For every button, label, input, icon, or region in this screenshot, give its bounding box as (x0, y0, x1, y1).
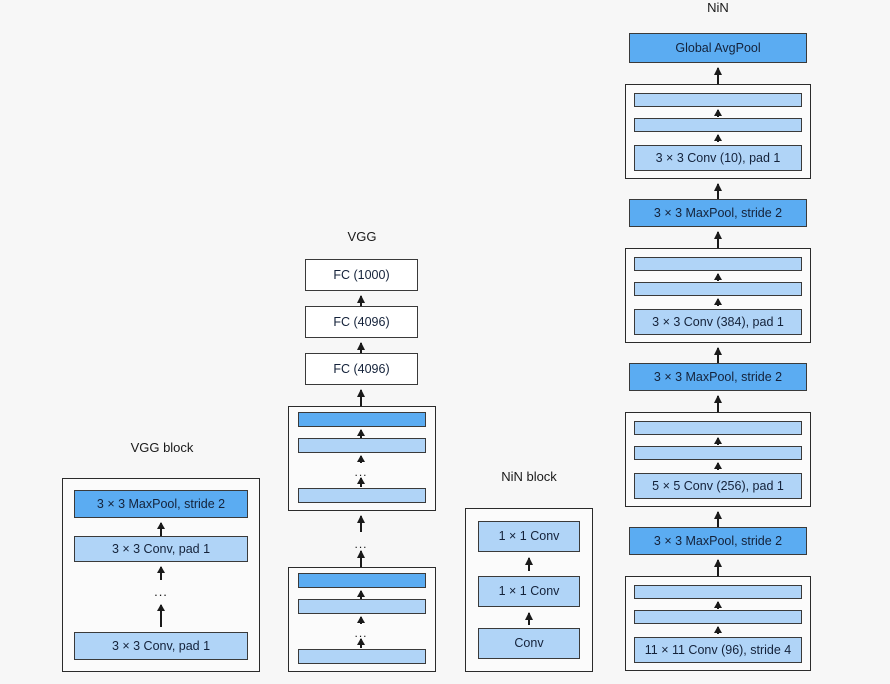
nin-title: NiN (707, 0, 729, 15)
arrow-nin-5 (717, 512, 719, 527)
arrow-vgg-5 (360, 551, 362, 568)
arrow-vgg-block-2 (160, 567, 162, 580)
nin-stage-4-conv[interactable]: 11 × 11 Conv (96), stride 4 (634, 637, 802, 663)
nin-block-title: NiN block (501, 469, 557, 484)
nin-block-conv[interactable]: Conv (478, 628, 580, 659)
vgg-fc-4096-b[interactable]: FC (4096) (305, 353, 418, 385)
vgg-group-bottom-conv-2[interactable] (298, 649, 426, 664)
vgg-group-top-conv-2[interactable] (298, 488, 426, 503)
vgg-group-bottom-pool[interactable] (298, 573, 426, 588)
nin-maxpool-3[interactable]: 3 × 3 MaxPool, stride 2 (629, 527, 807, 555)
arrow-vgg-1 (360, 296, 362, 307)
arrow-vgg-bot-2 (360, 617, 362, 624)
vgg-group-bottom-conv-1[interactable] (298, 599, 426, 614)
arrow-nin-6 (717, 560, 719, 576)
vgg-group-bottom-ellipsis: ... (354, 626, 368, 640)
arrow-nin-s3-1 (717, 438, 719, 445)
nin-stage-1-bar-1[interactable] (634, 93, 802, 107)
vgg-fc-1000[interactable]: FC (1000) (305, 259, 418, 291)
arrow-vgg-top-1 (360, 430, 362, 438)
vgg-block-title: VGG block (130, 440, 194, 455)
arrow-nin-4 (717, 396, 719, 412)
nin-stage-2-conv[interactable]: 3 × 3 Conv (384), pad 1 (634, 309, 802, 335)
arrow-vgg-3 (360, 390, 362, 407)
arrow-nin-s4-1 (717, 602, 719, 609)
arrow-vgg-bot-3 (360, 639, 362, 648)
vgg-block-maxpool[interactable]: 3 × 3 MaxPool, stride 2 (74, 490, 248, 518)
nin-stage-4-bar-1[interactable] (634, 585, 802, 599)
nin-maxpool-1[interactable]: 3 × 3 MaxPool, stride 2 (629, 199, 807, 227)
arrow-vgg-top-3 (360, 478, 362, 487)
arrow-vgg-bot-1 (360, 591, 362, 599)
arrow-nin-block-2 (528, 613, 530, 625)
vgg-ellipsis: ... (354, 537, 368, 551)
nin-stage-1-conv[interactable]: 3 × 3 Conv (10), pad 1 (634, 145, 802, 171)
arrow-nin-block-1 (528, 558, 530, 571)
nin-stage-3-conv[interactable]: 5 × 5 Conv (256), pad 1 (634, 473, 802, 499)
nin-global-avgpool[interactable]: Global AvgPool (629, 33, 807, 63)
nin-stage-2-bar-2[interactable] (634, 282, 802, 296)
vgg-title: VGG (347, 229, 377, 244)
arrow-nin-3 (717, 348, 719, 363)
vgg-group-top-conv-1[interactable] (298, 438, 426, 453)
arrow-nin-s1-2 (717, 135, 719, 142)
vgg-block-ellipsis: ... (154, 584, 168, 599)
nin-maxpool-2[interactable]: 3 × 3 MaxPool, stride 2 (629, 363, 807, 391)
nin-stage-1-bar-2[interactable] (634, 118, 802, 132)
vgg-group-top-ellipsis: ... (354, 465, 368, 479)
vgg-fc-4096-a[interactable]: FC (4096) (305, 306, 418, 338)
arrow-vgg-block-3 (160, 605, 162, 627)
arrow-nin-head (717, 68, 719, 84)
nin-stage-3-bar-2[interactable] (634, 446, 802, 460)
nin-stage-2-bar-1[interactable] (634, 257, 802, 271)
vgg-group-top-pool[interactable] (298, 412, 426, 427)
arrow-vgg-top-2 (360, 456, 362, 463)
vgg-block-conv-bottom[interactable]: 3 × 3 Conv, pad 1 (74, 632, 248, 660)
arrow-nin-s3-2 (717, 463, 719, 470)
arrow-vgg-2 (360, 343, 362, 354)
arrow-nin-s2-2 (717, 299, 719, 306)
arrow-nin-s1-1 (717, 110, 719, 117)
arrow-vgg-block-1 (160, 523, 162, 537)
vgg-block-conv-top[interactable]: 3 × 3 Conv, pad 1 (74, 536, 248, 562)
arrow-vgg-4 (360, 516, 362, 532)
nin-block-conv-1x1-mid[interactable]: 1 × 1 Conv (478, 576, 580, 607)
arrow-nin-2 (717, 232, 719, 248)
nin-block-conv-1x1-top[interactable]: 1 × 1 Conv (478, 521, 580, 552)
nin-stage-4-bar-2[interactable] (634, 610, 802, 624)
nin-stage-3-bar-1[interactable] (634, 421, 802, 435)
arrow-nin-s4-2 (717, 627, 719, 634)
arrow-nin-1 (717, 184, 719, 199)
arrow-nin-s2-1 (717, 274, 719, 281)
